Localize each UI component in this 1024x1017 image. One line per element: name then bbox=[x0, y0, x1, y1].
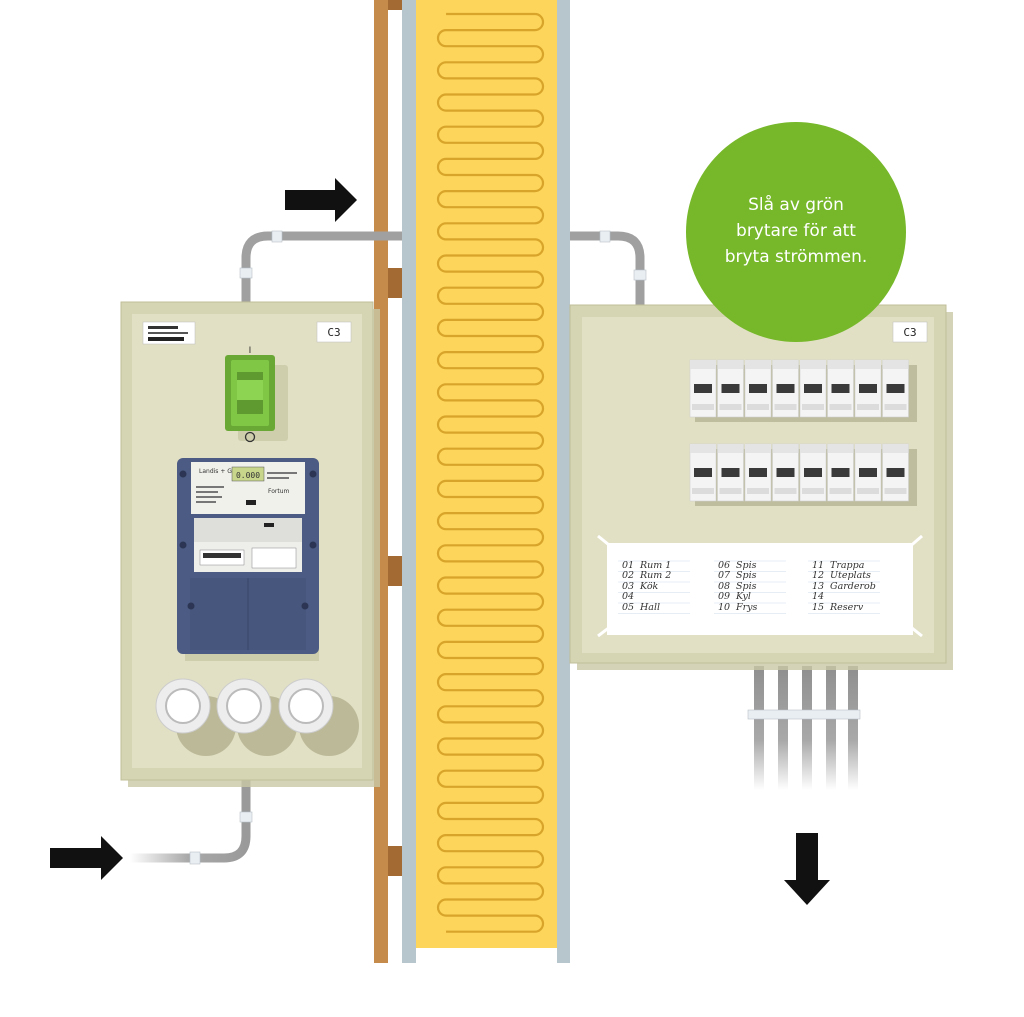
circuit-breaker[interactable] bbox=[717, 359, 744, 418]
circuit-breaker[interactable] bbox=[689, 443, 717, 502]
circuit-breaker[interactable] bbox=[882, 443, 909, 502]
circuit-label: Trappa bbox=[830, 560, 865, 571]
circuit-breaker[interactable] bbox=[772, 443, 799, 502]
cabinet-tag-text: C3 bbox=[903, 326, 916, 339]
svg-text:0.000: 0.000 bbox=[236, 471, 260, 480]
circuit-number: 09 bbox=[718, 591, 730, 602]
circuit-breaker[interactable] bbox=[854, 443, 882, 502]
circuit-breaker[interactable] bbox=[799, 359, 827, 418]
callout-text: Slå av grön brytare för att bryta strömm… bbox=[696, 192, 896, 270]
circuit-label: Kök bbox=[639, 581, 659, 592]
cabinet-tag-text: C3 bbox=[327, 326, 340, 339]
circuit-number: 02 bbox=[622, 570, 634, 581]
callout-line: Slå av grön bbox=[748, 195, 844, 215]
callout-line: bryta strömmen. bbox=[724, 247, 868, 267]
meter-cabinet: C3 I Landis + Gyr 0.000 Fortum bbox=[120, 301, 380, 787]
main-switch[interactable]: I bbox=[225, 346, 288, 443]
heating-cable bbox=[436, 12, 545, 933]
circuit-label: Hall bbox=[639, 602, 660, 613]
circuit-breaker[interactable] bbox=[882, 359, 909, 418]
circuit-breaker[interactable] bbox=[717, 443, 744, 502]
circuit-number: 01 bbox=[622, 560, 634, 571]
circuit-label: Spis bbox=[736, 581, 757, 592]
circuit-number: 07 bbox=[718, 570, 731, 581]
circuit-number: 14 bbox=[812, 591, 824, 602]
circuit-label: Garderob bbox=[830, 581, 876, 592]
meter-display bbox=[231, 466, 265, 482]
cable-top-right bbox=[570, 231, 645, 305]
circuit-breaker[interactable] bbox=[744, 359, 772, 418]
wall-board-right bbox=[557, 0, 570, 963]
arrow-right-icon bbox=[285, 178, 357, 222]
circuit-number: 03 bbox=[622, 581, 634, 592]
circuit-number: 08 bbox=[718, 581, 730, 592]
circuit-breaker[interactable] bbox=[854, 359, 882, 418]
cable-incoming bbox=[130, 780, 251, 863]
circuit-label: Spis bbox=[736, 560, 757, 571]
circuit-breaker[interactable] bbox=[689, 359, 717, 418]
circuit-number: 13 bbox=[812, 581, 824, 592]
circuit-label: Reserv bbox=[829, 602, 864, 613]
circuit-number: 04 bbox=[622, 591, 634, 602]
circuit-breaker[interactable] bbox=[827, 443, 854, 502]
electricity-meter: Landis + Gyr 0.000 Fortum bbox=[177, 458, 319, 661]
circuit-label: Rum 2 bbox=[639, 570, 671, 581]
circuit-breaker[interactable] bbox=[744, 443, 772, 502]
circuit-number: 12 bbox=[812, 570, 824, 581]
svg-text:I: I bbox=[249, 346, 252, 356]
wall-board-left bbox=[402, 0, 416, 963]
arrow-down-icon bbox=[784, 833, 830, 905]
circuit-label: Uteplats bbox=[830, 570, 871, 581]
circuit-number: 11 bbox=[812, 560, 824, 571]
arrow-right-icon bbox=[50, 836, 123, 880]
circuit-breaker[interactable] bbox=[799, 443, 827, 502]
circuit-breaker[interactable] bbox=[772, 359, 799, 418]
callout-circle bbox=[686, 122, 906, 342]
callout-line: brytare för att bbox=[736, 221, 856, 241]
cabinet-tag bbox=[316, 321, 352, 343]
circuit-label: Frys bbox=[735, 602, 757, 613]
cable-top-left bbox=[241, 231, 402, 305]
utility-brand: Fortum bbox=[268, 488, 290, 495]
circuit-number: 15 bbox=[812, 602, 824, 613]
cabinet-tag bbox=[892, 321, 928, 343]
circuit-label: Kyl bbox=[735, 591, 751, 602]
breaker-rows bbox=[689, 359, 917, 506]
circuit-breaker[interactable] bbox=[827, 359, 854, 418]
meter-brand: Landis + Gyr bbox=[199, 468, 238, 475]
circuit-label: Rum 1 bbox=[639, 560, 671, 571]
circuit-label: Spis bbox=[736, 570, 757, 581]
outgoing-cables bbox=[747, 666, 861, 790]
circuit-number: 05 bbox=[622, 602, 634, 613]
circuit-number: 06 bbox=[718, 560, 730, 571]
cable-glands bbox=[155, 678, 359, 756]
circuit-number: 10 bbox=[718, 602, 730, 613]
wall-section bbox=[374, 0, 570, 963]
cables bbox=[130, 230, 861, 865]
